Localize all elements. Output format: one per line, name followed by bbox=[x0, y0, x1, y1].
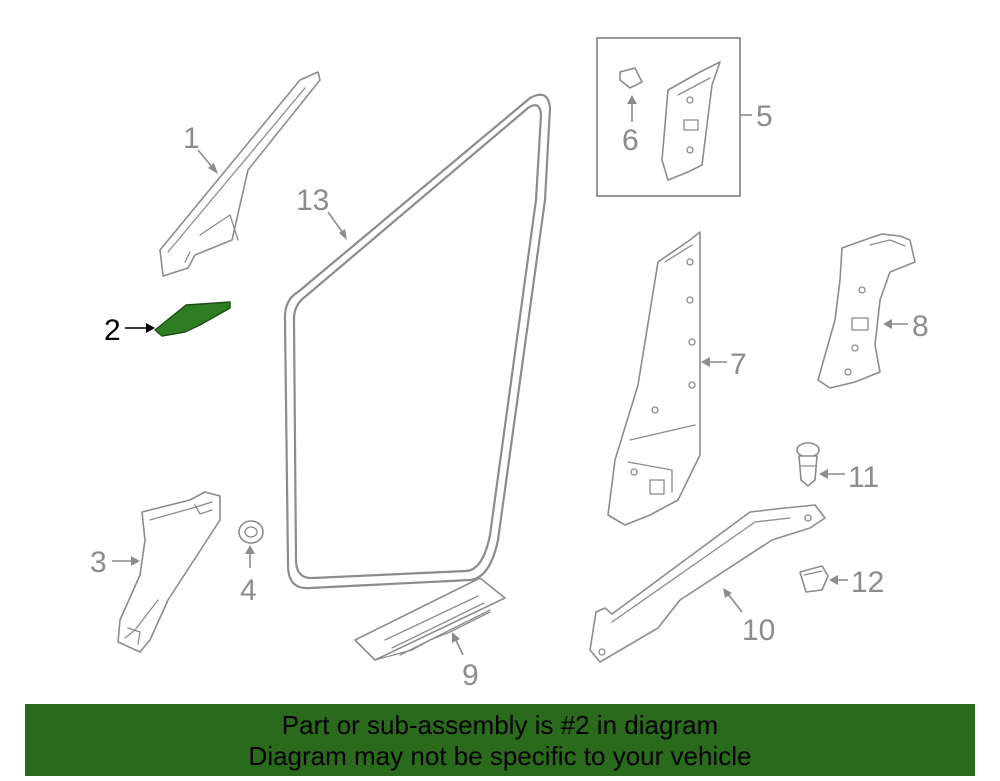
svg-text:11: 11 bbox=[848, 461, 879, 494]
part-9-scuff-plate[interactable] bbox=[354, 577, 506, 661]
callout-8: 8 bbox=[883, 310, 929, 343]
svg-text:12: 12 bbox=[851, 566, 884, 599]
part-6-clip[interactable] bbox=[619, 67, 643, 89]
part-4-grommet[interactable] bbox=[238, 520, 264, 544]
part-8-center-pillar-trim[interactable] bbox=[817, 233, 916, 389]
callout-10: 10 bbox=[723, 588, 775, 647]
svg-text:2: 2 bbox=[104, 314, 121, 347]
svg-text:1: 1 bbox=[183, 122, 200, 155]
part-3-cowl-side-trim[interactable] bbox=[117, 491, 221, 653]
callout-2: 2 bbox=[104, 314, 155, 347]
part-12-clip-nut[interactable] bbox=[799, 565, 829, 593]
svg-text:8: 8 bbox=[912, 310, 929, 343]
banner-line-2: Diagram may not be specific to your vehi… bbox=[248, 741, 752, 771]
part-2-a-pillar-lower-cap-highlighted[interactable] bbox=[154, 301, 231, 337]
part-11-push-clip[interactable] bbox=[796, 442, 820, 487]
callout-3: 3 bbox=[90, 546, 140, 579]
svg-text:4: 4 bbox=[240, 574, 257, 607]
callout-6: 6 bbox=[622, 95, 639, 157]
callout-9: 9 bbox=[452, 632, 479, 692]
parts-diagram: 1 2 3 4 13 bbox=[90, 37, 929, 692]
svg-text:7: 7 bbox=[730, 348, 747, 381]
callout-5: 5 bbox=[740, 100, 773, 133]
part-7-b-pillar-lower-trim[interactable] bbox=[607, 231, 701, 526]
callout-4: 4 bbox=[240, 545, 257, 607]
part-10-sill-trim[interactable] bbox=[589, 504, 826, 663]
svg-text:5: 5 bbox=[756, 100, 773, 133]
svg-text:3: 3 bbox=[90, 546, 107, 579]
callout-12: 12 bbox=[829, 566, 884, 599]
part-1-a-pillar-upper-trim[interactable] bbox=[159, 71, 321, 277]
banner-line-1: Part or sub-assembly is #2 in diagram bbox=[281, 710, 719, 740]
callout-7: 7 bbox=[701, 348, 747, 381]
callout-1: 1 bbox=[183, 122, 218, 174]
svg-text:9: 9 bbox=[462, 659, 479, 692]
svg-text:6: 6 bbox=[622, 124, 639, 157]
callout-13: 13 bbox=[296, 184, 347, 240]
part-13-door-weatherstrip[interactable] bbox=[283, 93, 552, 590]
svg-text:10: 10 bbox=[742, 614, 775, 647]
part-5-b-pillar-upper-trim[interactable] bbox=[661, 61, 721, 181]
notice-banner: Part or sub-assembly is #2 in diagram Di… bbox=[25, 704, 975, 776]
svg-text:13: 13 bbox=[296, 184, 329, 217]
callout-11: 11 bbox=[819, 461, 879, 494]
